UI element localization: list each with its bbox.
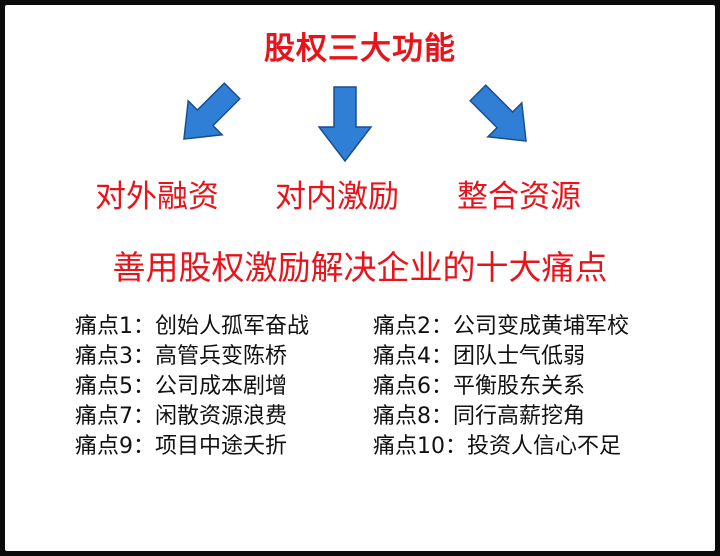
arrow-down-icon	[317, 86, 373, 163]
function-integrate-resources: 整合资源	[457, 179, 581, 215]
diagram-title: 股权三大功能	[264, 31, 456, 67]
pain-point: 痛点7：闲散资源浪费	[75, 404, 287, 429]
subtitle: 善用股权激励解决企业的十大痛点	[112, 248, 608, 287]
pain-point: 痛点9：项目中途夭折	[75, 434, 287, 459]
pain-points-list: 痛点1：创始人孤军奋战 痛点2：公司变成黄埔军校 痛点3：高管兵变陈桥 痛点4：…	[75, 308, 705, 459]
function-external-financing: 对外融资	[95, 179, 219, 215]
pain-points-row: 痛点5：公司成本剧增 痛点6：平衡股东关系	[75, 368, 705, 399]
diagram-card: 股权三大功能 对外融资 对内激励 整合资源 善用股权激励解决企业的十大痛点 痛点…	[5, 5, 715, 551]
pain-point: 痛点10：投资人信心不足	[373, 434, 621, 459]
pain-points-row: 痛点9：项目中途夭折 痛点10：投资人信心不足	[75, 428, 705, 459]
arrow-down-right-icon	[469, 84, 527, 142]
pain-points-row: 痛点7：闲散资源浪费 痛点8：同行高薪挖角	[75, 398, 705, 429]
function-internal-incentive: 对内激励	[275, 179, 399, 215]
pain-points-row: 痛点3：高管兵变陈桥 痛点4：团队士气低弱	[75, 338, 705, 369]
pain-point: 痛点2：公司变成黄埔军校	[373, 314, 629, 339]
pain-point: 痛点1：创始人孤军奋战	[75, 314, 309, 339]
pain-point: 痛点4：团队士气低弱	[373, 344, 585, 369]
pain-point: 痛点8：同行高薪挖角	[373, 404, 585, 429]
arrow-down-left-icon	[183, 82, 241, 140]
pain-point: 痛点5：公司成本剧增	[75, 374, 287, 399]
pain-points-row: 痛点1：创始人孤军奋战 痛点2：公司变成黄埔军校	[75, 308, 705, 339]
pain-point: 痛点6：平衡股东关系	[373, 374, 585, 399]
pain-point: 痛点3：高管兵变陈桥	[75, 344, 287, 369]
